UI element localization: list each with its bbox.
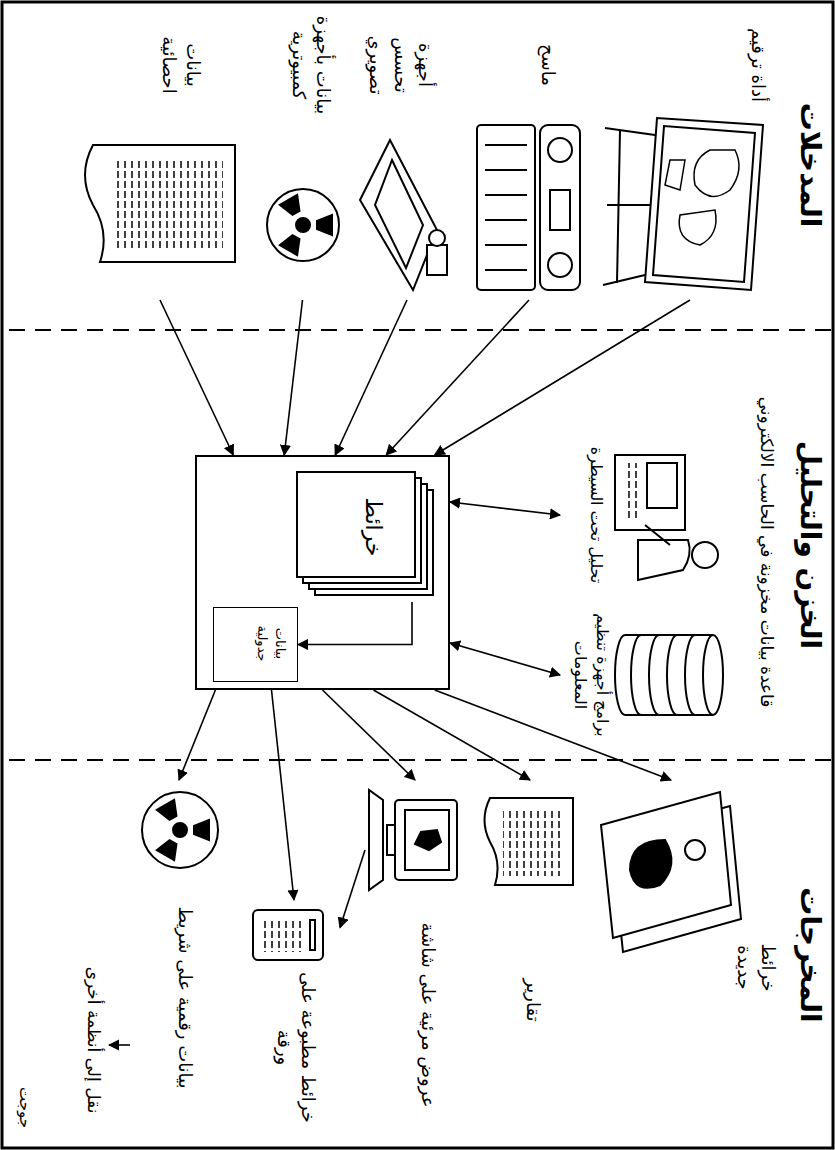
node-text: خرائط جديدة [731,930,780,1005]
node-text: خرائط مطبوعة على ورقة [271,970,320,1125]
node-text: تحليل تحت السيطرة [585,440,607,590]
node-text: بيانات بأجهزة كمبيوترية [286,15,335,115]
flow-arrow [450,502,560,515]
digitizer-table [603,118,763,290]
flow-arrow [284,300,302,455]
new-maps [601,792,741,952]
node-text: برامج أجهزة تنظيم المعلومات [570,600,613,750]
analysis-item: تحليل تحت السيطرة [560,440,725,590]
flow-arrow [435,300,690,455]
sensor-item: أجهزة تحسس تصويري [357,15,457,300]
operator-terminal [615,455,718,580]
flow-arrow [450,643,560,675]
tape-reel [267,189,339,261]
column-heading: الخزن والتحليل [791,345,829,745]
reports-item: تقارير [480,780,580,1120]
output-tape-reel [142,792,218,868]
database-box: قاعدة بيانات مخزونة في الحاسب الالكتروني… [195,455,450,690]
statistics-item: بيانات احصائية [75,15,245,300]
tape-input-item: بيانات بأجهزة كمبيوترية [255,15,350,300]
flow-arrow [298,602,412,645]
scanner [477,125,580,290]
node-text: قاعدة بيانات مخزونة في الحاسب الالكتروني [755,352,778,752]
flow-arrow [272,690,295,900]
map-stack [297,472,433,595]
flow-arrow [435,690,671,780]
display-item: عروض مرئية على شاشة [365,780,465,1130]
flow-arrow [340,850,365,928]
tape-output-item: بيانات رقمية على شريط [133,780,225,1130]
printer [253,910,323,960]
node-text: بيانات رقمية على شريط [173,875,197,1120]
node-text: ماسح [536,15,560,115]
disk-pack [615,635,723,715]
report-document [485,798,574,885]
statistics-document [85,145,235,262]
flow-arrow [179,690,215,780]
node-text: أداة ترقيم [746,15,770,115]
printed-maps-item: خرائط مطبوعة على ورقة [248,900,340,1130]
node-text: عروض مرئية على شاشة [416,905,440,1125]
new-maps-item: خرائط جديدة [595,780,785,1010]
flow-arrow [386,300,529,455]
map-stack-item: خرائط [293,472,433,602]
software-item: برامج أجهزة تنظيم المعلومات [560,600,725,750]
node-text: بيانات احصائية [156,15,205,115]
column-heading: المدخلات [791,20,829,310]
flow-arrow [374,690,531,780]
node-text: خرائط [358,482,388,572]
display-monitor [369,790,457,890]
transfer-arrow [109,1044,130,1046]
node-text: تقارير [521,900,545,1100]
image-sensor [360,140,447,290]
scanner-item: ماسح [468,15,590,300]
column-heading: المخرجات [791,775,829,1135]
transfer-note: نقل إلى أنظمة أخرى [82,950,105,1130]
table-card: بيانات جدولية [213,607,298,682]
flow-arrow [323,690,416,780]
flow-arrow [335,300,407,455]
source-note: جوجت [15,1075,35,1140]
flow-arrow [160,300,233,455]
node-text: بيانات جدولية [254,611,289,676]
digitizer-item: أداة ترقيم [600,15,780,300]
node-text: أجهزة تحسس تصويري [364,15,437,115]
